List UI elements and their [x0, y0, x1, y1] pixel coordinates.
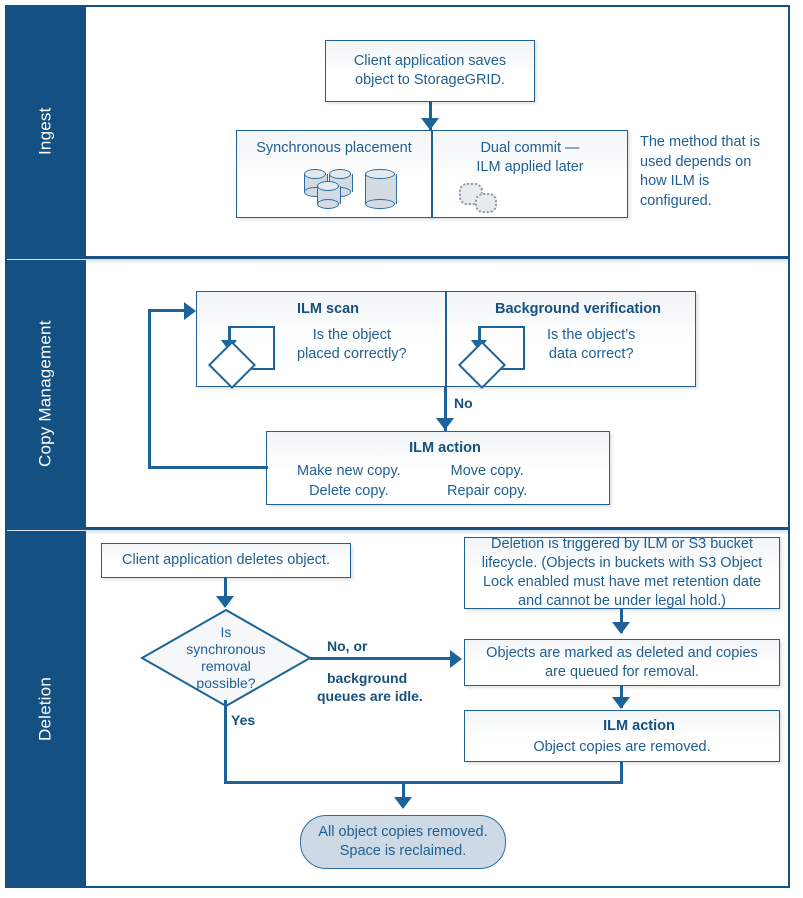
edge-label-no: No [454, 395, 473, 411]
ingest-synchronous-placement-title: Synchronous placement [256, 140, 412, 156]
connector-yes-horizontal [224, 781, 404, 784]
connector-decision-no [310, 657, 452, 660]
arrowhead-trigger-down [612, 622, 630, 634]
trigger-line4: and cannot be under legal hold.) [518, 592, 726, 609]
verification-loop-icon [457, 320, 531, 390]
connector-join-horizontal [402, 781, 623, 784]
connector-loop-vertical [148, 309, 151, 469]
ingest-dual-commit-box: Dual commit — ILM applied later [432, 130, 628, 218]
connector-ilm-action-down [620, 762, 623, 784]
ingest-dual-commit-line2: ILM applied later [476, 158, 584, 175]
connector-trigger-down [620, 609, 623, 633]
connector-yes-vertical [224, 700, 227, 784]
connector-ingest-down [429, 102, 432, 130]
decision-line3: removal [201, 658, 251, 674]
scan-loop-icon [207, 320, 281, 390]
lane-divider-1 [5, 256, 790, 264]
ilm-action-delete-copy: Delete copy. [309, 482, 389, 499]
marked-line1: Objects are marked as deleted and copies [486, 644, 758, 661]
arrowhead-join-down [394, 797, 412, 809]
lane-label-copy-management: Copy Management [35, 320, 55, 468]
copy-management-ilm-action-title: ILM action [409, 440, 481, 456]
ilm-scan-question-line1: Is the object [312, 327, 391, 343]
arrowhead-ingest-down [421, 118, 439, 130]
lane-header-deletion: Deletion [5, 531, 86, 888]
background-verification-box: Background verification Is the object’s … [446, 291, 696, 390]
edge-label-yes: Yes [231, 712, 256, 728]
decision-synchronous-removal: Is synchronous removal possible? [140, 608, 312, 708]
ingest-start-box: Client application saves object to Stora… [325, 40, 535, 102]
deletion-ilm-action-title: ILM action [603, 718, 675, 734]
arrowhead-client-delete-down [216, 596, 234, 608]
decision-line4: possible? [196, 675, 256, 692]
connector-loop-top [148, 309, 186, 312]
edge-label-background: background [327, 670, 408, 686]
copy-management-ilm-action-box: ILM action Make new copy. Delete copy. M… [266, 431, 610, 505]
database-cylinders-icon-3 [317, 181, 341, 209]
background-verification-question-line1: Is the object’s [547, 327, 636, 343]
ingest-method-note: The method that is used depends on how I… [640, 134, 761, 209]
trigger-line1: Deletion is triggered by ILM or S3 bucke… [491, 536, 753, 553]
lane-label-ingest: Ingest [35, 107, 55, 155]
ilm-scan-title: ILM scan [296, 301, 360, 317]
client-delete-box: Client application deletes object. [101, 543, 351, 578]
terminator-line1: All object copies removed. [318, 824, 488, 841]
arrowhead-decision-no [450, 650, 462, 668]
pending-copies-icon-2 [475, 193, 497, 213]
ilm-scan-question-line2: placed correctly? [297, 345, 407, 362]
terminator-all-copies-removed: All object copies removed. Space is recl… [300, 815, 506, 869]
deletion-trigger-box: Deletion is triggered by ILM or S3 bucke… [464, 536, 780, 609]
objects-marked-deleted-box: Objects are marked as deleted and copies… [464, 639, 780, 686]
arrowhead-verification-no [436, 418, 454, 430]
lane-label-deletion: Deletion [35, 677, 55, 742]
ilm-action-move-copy: Move copy. [450, 463, 524, 479]
lane-divider-2 [5, 527, 790, 535]
connector-loop-bottom [148, 466, 268, 469]
background-verification-title: Background verification [495, 301, 661, 317]
edge-label-no-or: No, or [327, 638, 368, 654]
background-verification-question-line2: data correct? [548, 345, 634, 362]
ingest-start-line1: Client application saves [353, 53, 507, 70]
lane-header-copy-management: Copy Management [5, 260, 86, 528]
deletion-ilm-action-text: Object copies are removed. [533, 738, 711, 755]
connector-verification-no [444, 387, 447, 431]
connector-client-delete-down [224, 578, 227, 606]
terminator-line2: Space is reclaimed. [339, 843, 467, 859]
decision-line2: synchronous [186, 640, 266, 657]
ilm-action-make-copy: Make new copy. [297, 463, 401, 479]
marked-line2: are queued for removal. [545, 663, 699, 680]
arrowhead-loop-to-scan [184, 302, 196, 320]
ingest-start-line2: object to StorageGRID. [355, 72, 505, 88]
edge-label-queues-idle: queues are idle. [317, 688, 423, 704]
lane-header-ingest: Ingest [5, 5, 86, 257]
deletion-ilm-action-box: ILM action Object copies are removed. [464, 710, 780, 762]
decision-line1: Is [220, 623, 232, 640]
trigger-line3: Lock enabled must have met retention dat… [482, 574, 762, 590]
database-cylinder-icon [365, 169, 397, 209]
ilm-action-repair-copy: Repair copy. [447, 482, 528, 499]
ilm-scan-box: ILM scan Is the object placed correctly? [196, 291, 446, 390]
arrowhead-marked-down [612, 697, 630, 709]
ingest-synchronous-placement-box: Synchronous placement [236, 130, 432, 218]
ingest-dual-commit-line1: Dual commit — [480, 140, 580, 156]
trigger-line2: lifecycle. (Objects in buckets with S3 O… [481, 555, 763, 572]
connector-join-down [402, 781, 405, 805]
